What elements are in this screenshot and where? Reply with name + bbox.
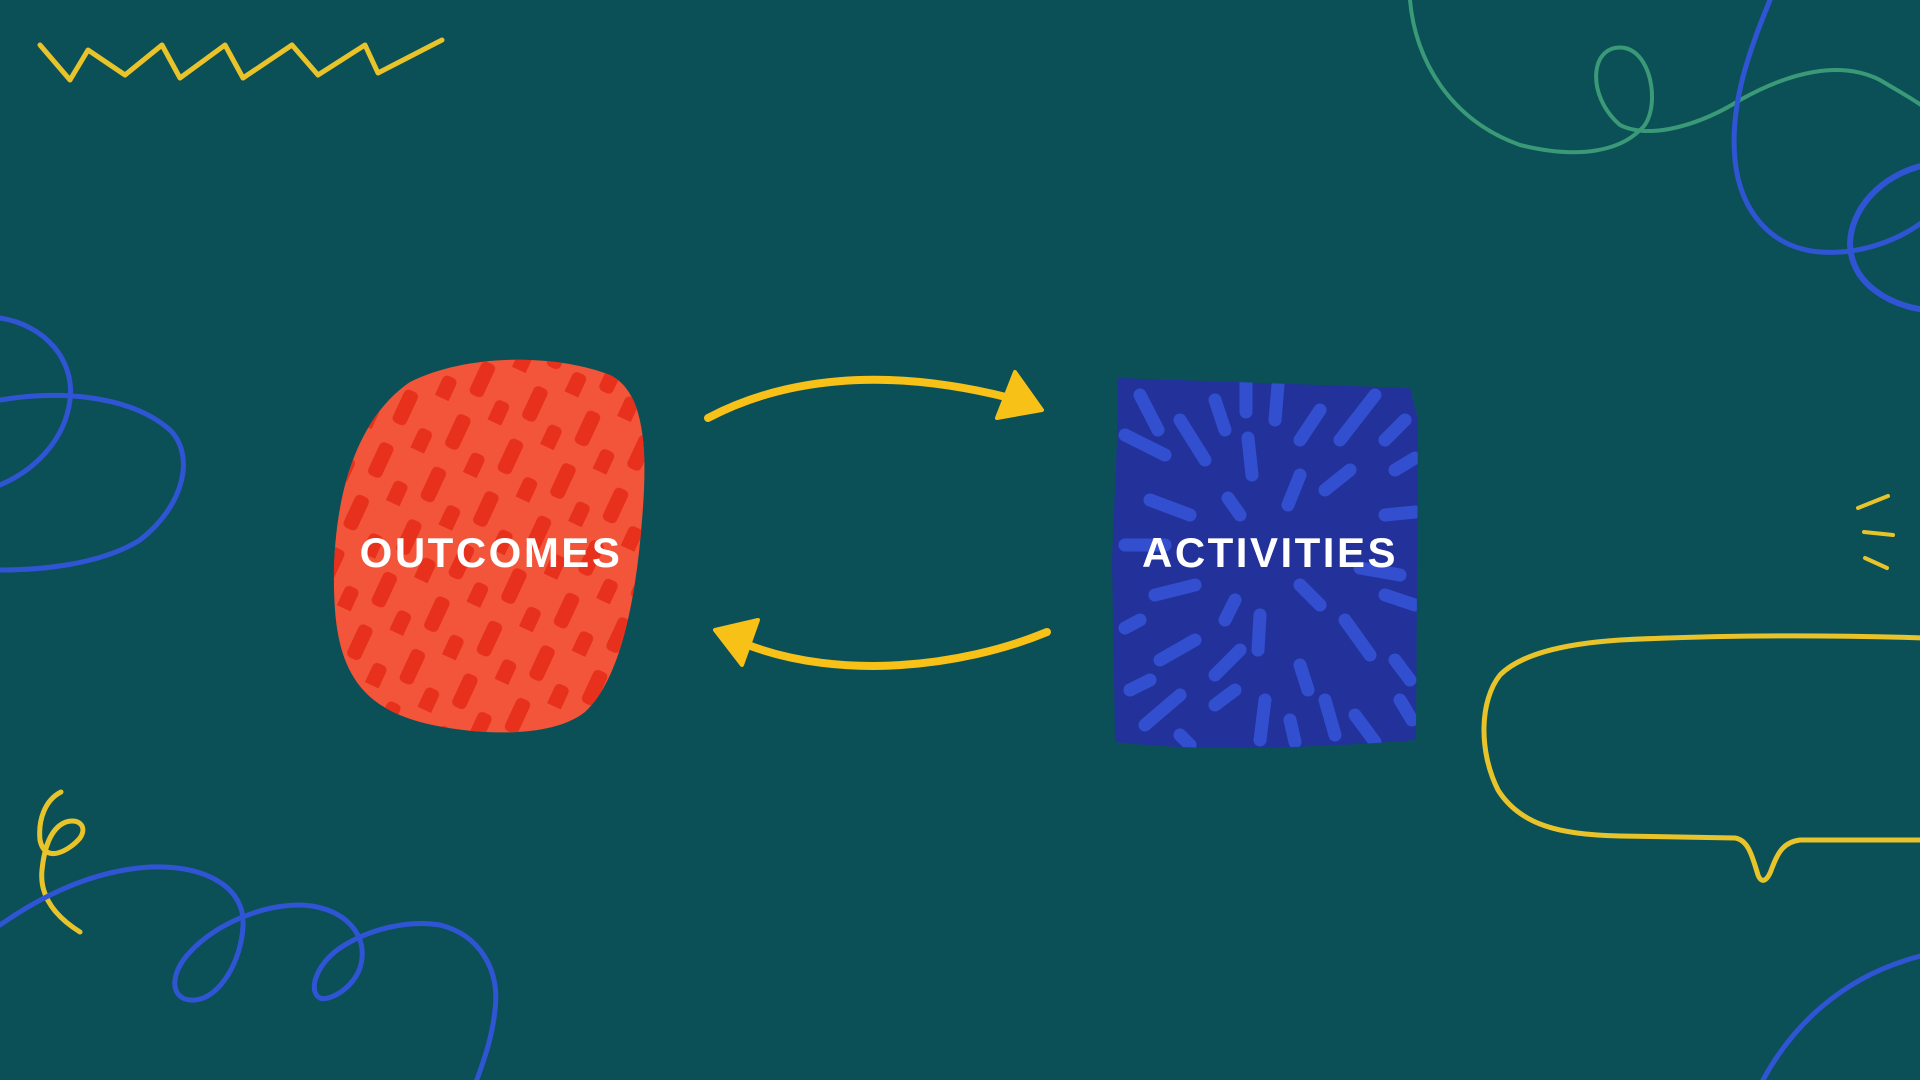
emphasis-line-icon	[1856, 494, 1890, 510]
emphasis-line-icon	[1863, 556, 1889, 570]
outcomes-label: OUTCOMES	[359, 529, 623, 576]
arrowhead-right-icon	[995, 370, 1044, 420]
zigzag-doodle-icon	[37, 37, 445, 83]
blue-swirl-top-right-icon	[1731, 0, 1920, 255]
blue-oval-left-icon	[0, 315, 74, 488]
speech-bubble-icon	[1481, 633, 1920, 883]
blue-loop-top-right-icon	[1847, 163, 1920, 313]
arrowhead-left-icon	[713, 618, 760, 667]
blue-arc-bottom-right-icon	[1760, 953, 1920, 1080]
blue-loop-bottom-left-icon	[0, 864, 499, 1080]
activities-node	[1112, 378, 1418, 749]
outcomes-node	[333, 359, 645, 733]
arrow-activities-to-outcomes	[713, 618, 1051, 670]
blue-oval-left-2-icon	[0, 392, 186, 573]
green-swirl-icon	[1408, 0, 1920, 155]
emphasis-line-icon	[1862, 530, 1895, 537]
yellow-curl-icon	[37, 789, 86, 935]
activities-label: ACTIVITIES	[1141, 529, 1399, 576]
arrow-outcomes-to-activities	[704, 370, 1044, 422]
